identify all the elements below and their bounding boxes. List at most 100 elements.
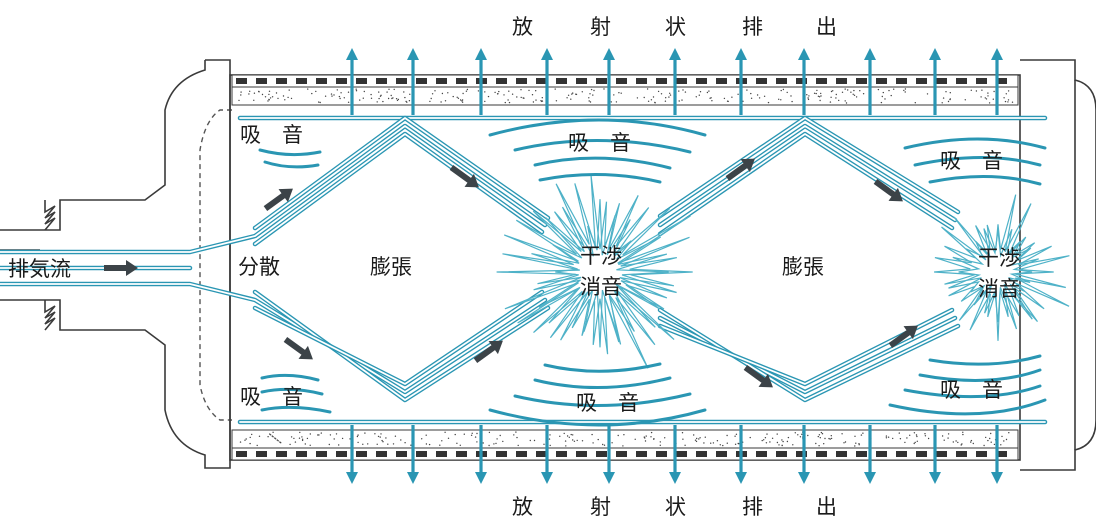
perforation-mark	[356, 451, 367, 457]
perforation-mark	[976, 451, 987, 457]
absorption-layers	[231, 74, 1019, 461]
insulation-dot	[862, 432, 864, 434]
insulation-dot	[799, 436, 802, 438]
insulation-dot	[678, 100, 680, 102]
insulation-dot	[832, 90, 834, 92]
insulation-dot	[408, 100, 411, 102]
insulation-dot	[650, 436, 652, 438]
insulation-dot	[277, 440, 279, 442]
insulation-dot	[404, 442, 406, 444]
insulation-dot	[859, 90, 861, 92]
insulation-dot	[824, 437, 826, 440]
insulation-dot	[522, 97, 524, 99]
insulation-dot	[737, 93, 739, 96]
insulation-dot	[474, 436, 477, 438]
interference-label-1b: 消音	[580, 275, 622, 299]
absorption-arc	[913, 156, 1042, 167]
absorption-arc	[260, 373, 320, 382]
perforation-mark	[756, 451, 767, 457]
insulation-dot	[461, 100, 463, 102]
insulation-dot	[835, 93, 837, 96]
disperse-label: 分散	[238, 255, 280, 279]
insulation-dot	[495, 442, 497, 445]
insulation-dot	[850, 91, 852, 93]
insulation-dot	[904, 91, 906, 93]
insulation-dot	[791, 100, 793, 103]
insulation-dot	[780, 99, 782, 101]
insulation-dot	[947, 437, 949, 439]
insulation-dot	[818, 434, 821, 436]
insulation-dot	[818, 445, 820, 447]
exhaust-flow-paths	[0, 115, 1048, 425]
insulation-dot	[681, 99, 683, 101]
insulation-dot	[565, 445, 567, 447]
insulation-dot	[385, 437, 387, 439]
insulation-dot	[239, 441, 242, 443]
discharge-arrow-down-head	[669, 472, 681, 484]
insulation-dot	[681, 432, 684, 434]
perforation-mark	[676, 78, 687, 84]
discharge-arrow-up-head	[735, 48, 747, 60]
insulation-dot	[610, 101, 612, 103]
perforation-mark	[256, 451, 267, 457]
insulation-dot	[240, 91, 242, 93]
insulation-dot	[694, 439, 697, 441]
insulation-dot	[477, 90, 480, 92]
insulation-dot	[766, 433, 768, 435]
insulation-dot	[271, 96, 274, 98]
insulation-dot	[549, 444, 551, 447]
insulation-dot	[597, 438, 599, 441]
insulation-dot	[952, 441, 954, 443]
insulation-dot	[726, 442, 728, 444]
insulation-dot	[554, 88, 556, 90]
absorption-arc	[260, 387, 324, 396]
perforation-mark	[856, 451, 867, 457]
insulation-dot	[290, 436, 293, 438]
insulation-dot	[461, 101, 464, 103]
perforation-mark	[716, 78, 727, 84]
insulation-dot	[758, 97, 761, 99]
insulation-dot	[576, 439, 578, 442]
insulation-dot	[737, 442, 739, 445]
flow-arrow-down-2	[283, 336, 313, 360]
labels: 放 射 状 排 出 放 射 状 排 出 排気流 分散 膨張 膨張 干渉 消音 干…	[8, 15, 1020, 519]
insulation-dot	[992, 98, 994, 100]
perforation-mark	[656, 451, 667, 457]
insulation-dot	[855, 96, 858, 98]
flow-arrow-up-1	[263, 188, 293, 212]
insulation-dot	[603, 444, 606, 446]
insulation-dot	[592, 94, 594, 96]
insulation-dot	[885, 435, 888, 437]
insulation-dot	[924, 433, 926, 435]
absorption-label-1: 吸 音	[240, 123, 303, 147]
insulation-dot	[882, 91, 884, 94]
insulation-dot	[782, 88, 785, 91]
insulation-dot	[650, 431, 653, 434]
insulation-dot	[806, 94, 808, 96]
insulation-dot	[693, 434, 695, 436]
insulation-dot	[459, 99, 462, 101]
insulation-dot	[277, 97, 279, 100]
discharge-arrow-up-head	[991, 48, 1003, 60]
insulation-dot	[682, 438, 684, 440]
interference-label-2b: 消音	[978, 277, 1020, 301]
insulation-dot	[750, 92, 752, 95]
absorption-arc	[260, 405, 332, 414]
insulation-dot	[821, 433, 824, 435]
insulation-dot	[916, 435, 918, 438]
flow-channel-highlight	[659, 309, 953, 385]
insulation-dot	[854, 445, 856, 447]
insulation-dot	[459, 444, 461, 446]
insulation-dot	[482, 442, 484, 444]
discharge-arrow-up-head	[346, 48, 358, 60]
discharge-arrow-down-head	[929, 472, 941, 484]
perforation-mark	[936, 451, 947, 457]
insulation-dot	[591, 433, 593, 436]
insulation-dot	[817, 435, 819, 438]
discharge-arrow-down-head	[798, 472, 810, 484]
insulation-dot	[476, 441, 478, 443]
insulation-dot	[572, 92, 574, 94]
insulation-dot	[532, 101, 535, 103]
flow-direction-arrows	[104, 158, 918, 388]
insulation-dot	[660, 93, 663, 95]
